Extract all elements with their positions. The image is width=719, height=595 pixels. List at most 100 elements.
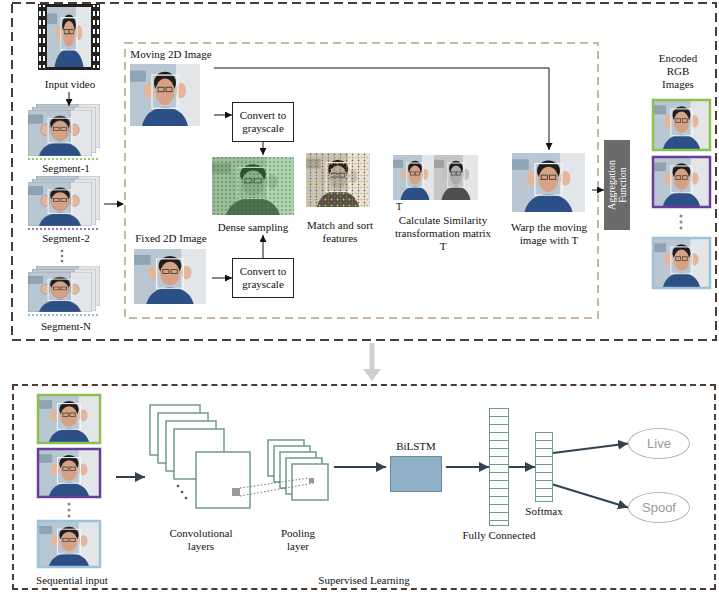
layer-stack: Pooling layer — [262, 432, 334, 554]
arrow-connector — [212, 278, 232, 279]
node-text: Spoof — [642, 500, 676, 515]
node-text: BiLSTM — [396, 440, 436, 453]
arrow-connector — [334, 466, 386, 468]
frame-border — [38, 449, 100, 497]
dotted-underline — [28, 158, 100, 160]
arrow-line — [104, 204, 118, 205]
ellipsis-dot — [68, 515, 71, 518]
class-ellipse: Live — [628, 428, 690, 459]
frame-border — [653, 100, 710, 150]
ellipsis-dot — [680, 227, 683, 230]
stage-frame: Supervised LearningSequential inputConvo… — [12, 384, 716, 590]
frame-border — [653, 157, 710, 207]
match-image — [306, 153, 370, 207]
frame-image — [38, 395, 100, 443]
arrow-shaft — [370, 343, 375, 371]
image-node: Input video — [30, 4, 110, 92]
image-group: Encoded RGB Images — [640, 52, 716, 296]
feature-points — [306, 153, 370, 207]
node-text: Encoded RGB Images — [653, 52, 703, 91]
video-image — [47, 7, 91, 67]
image-node: Fixed 2D Image — [130, 232, 212, 308]
ellipsis-dot — [181, 491, 184, 494]
node-text: Dense sampling — [218, 221, 289, 234]
pool-stack — [268, 440, 328, 500]
frame-image — [38, 449, 100, 497]
arrow-connector — [263, 235, 264, 258]
gray-image — [306, 153, 370, 207]
node-text: Sequential input — [36, 574, 108, 587]
process-box: Convert to grayscale — [232, 258, 294, 298]
feature-map — [196, 452, 250, 508]
image-node: Segment-N — [24, 264, 108, 334]
node-text: Fixed 2D Image — [135, 232, 206, 245]
ellipsis-dot — [68, 503, 71, 506]
node-text: Live — [647, 436, 671, 451]
node-text: Pooling layer — [275, 527, 321, 553]
node-text: Match and sort features — [305, 219, 375, 245]
node-text: Convert to grayscale — [235, 265, 291, 291]
frame-image — [653, 238, 710, 288]
lstm-block: BiLSTM — [386, 440, 446, 494]
frame-image — [28, 110, 92, 156]
node-text: Fully Connected — [462, 529, 535, 542]
image-node: Warp the moving image with T — [506, 150, 592, 248]
gray-image — [434, 155, 478, 200]
ellipsis-dot — [68, 509, 71, 512]
frame-border — [38, 395, 100, 443]
layer-stack: Convolutional layers — [145, 400, 257, 554]
ellipsis-dot — [61, 260, 64, 263]
frame-image — [653, 100, 710, 150]
film-holes — [39, 5, 45, 68]
film-strip — [38, 4, 100, 70]
node-text: Segment-2 — [42, 232, 90, 245]
node-text: Input video — [45, 78, 95, 91]
frame-image — [28, 182, 92, 226]
ellipsis-dot — [61, 250, 64, 253]
image-node: Segment-1 — [24, 106, 108, 176]
arrow-connector — [116, 476, 145, 478]
dotted-underline — [28, 314, 100, 316]
pool-cell — [309, 478, 314, 483]
top-frame — [12, 3, 716, 340]
dense-image — [212, 157, 294, 215]
arrow-head — [363, 369, 381, 381]
image-node: Segment-2 — [24, 178, 108, 246]
arrow-connector — [509, 466, 535, 468]
conv-stack — [150, 405, 250, 508]
aggregation-box: Aggregation Function — [604, 140, 630, 230]
node-text: Softmax — [525, 505, 562, 518]
segment-arrow — [104, 201, 124, 208]
node-text: Moving 2D Image — [130, 48, 211, 61]
vector-bar: Fully Connected — [489, 408, 509, 526]
dotted-underline — [28, 228, 100, 230]
projection-line — [240, 478, 314, 496]
image-node: Match and sort features — [302, 150, 378, 246]
sequential-images — [38, 395, 100, 567]
ellipsis-dot — [185, 497, 188, 500]
arrow-connector — [214, 68, 549, 150]
image-group: Sequential input — [28, 392, 116, 588]
frame-image — [28, 272, 92, 312]
frame-border — [653, 238, 710, 288]
class-ellipse: Spoof — [628, 492, 690, 523]
node-text: Calculate Similarity transformation matr… — [391, 214, 495, 253]
inner-frame — [125, 43, 598, 318]
kernel — [232, 488, 240, 496]
segment-stack — [28, 104, 100, 315]
pool-map — [292, 464, 328, 500]
arrow-connector — [446, 466, 489, 468]
image-node: Moving 2D Image — [128, 48, 214, 128]
arrow-connector — [553, 485, 628, 508]
node-text: Segment-1 — [42, 162, 90, 175]
frame-image — [38, 521, 100, 567]
vector-bar: Softmax — [535, 432, 553, 502]
image-node: Dense sampling — [208, 155, 298, 235]
node-text: Convolutional layers — [165, 527, 237, 553]
process-box: Convert to grayscale — [232, 102, 294, 142]
film-base — [38, 4, 100, 70]
